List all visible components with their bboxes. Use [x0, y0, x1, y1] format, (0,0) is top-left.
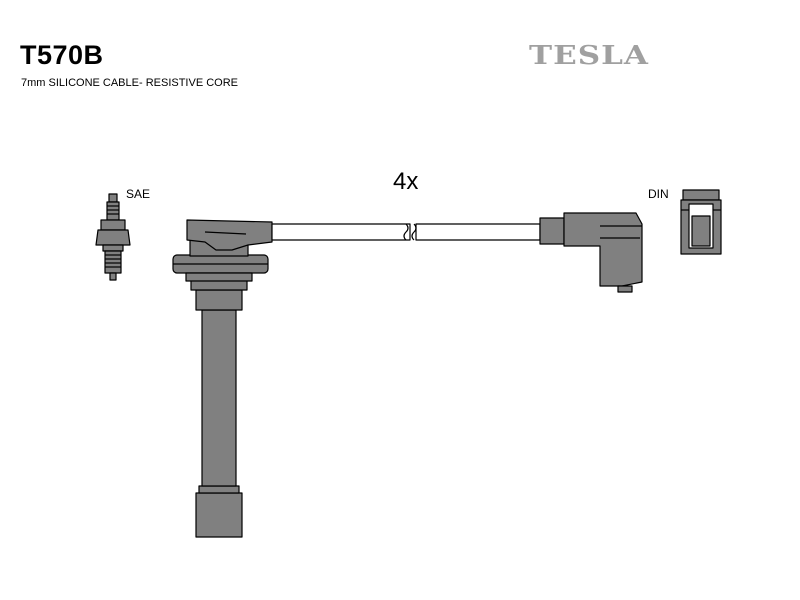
sae-label: SAE — [126, 187, 151, 201]
din-label: DIN — [648, 187, 669, 201]
quantity-label: 4x — [393, 168, 419, 195]
plug-boot-connector — [172, 219, 273, 538]
spark-plug-sae-icon — [95, 193, 131, 281]
distributor-connector — [539, 212, 643, 293]
ignition-cable — [271, 223, 541, 241]
brand-logo: TESLA — [529, 40, 649, 71]
part-number: T570B — [20, 40, 104, 70]
cable-spec: 7mm SILICONE CABLE- RESISTIVE CORE — [21, 77, 238, 89]
terminal-din-icon — [680, 189, 722, 255]
